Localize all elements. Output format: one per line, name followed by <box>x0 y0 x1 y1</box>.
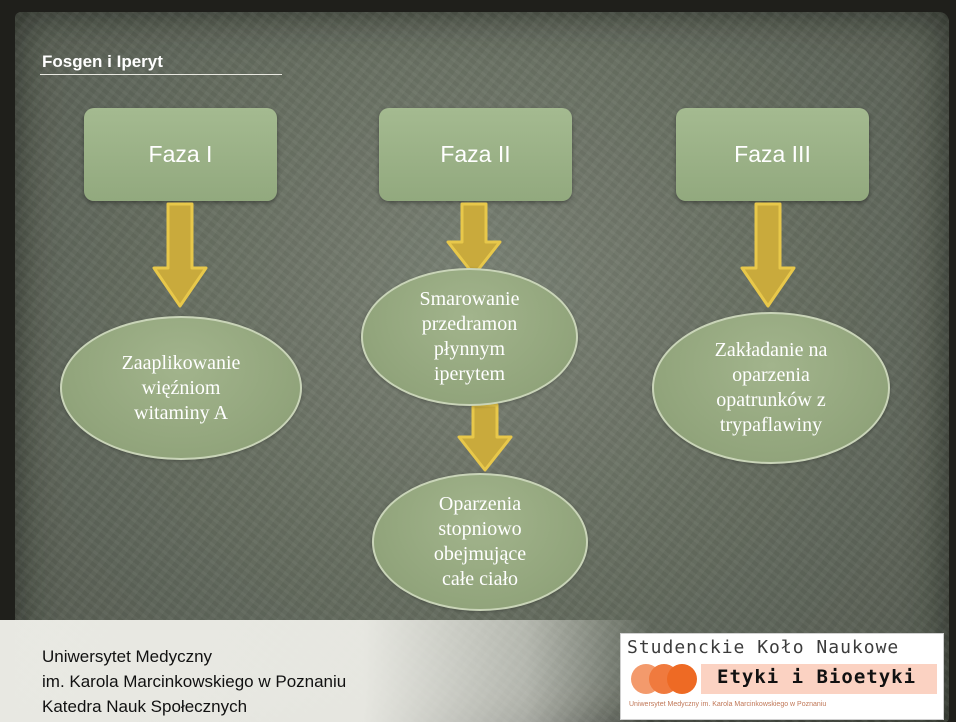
footer-university: Uniwersytet Medyczny <box>42 647 213 666</box>
logo-band <box>701 664 937 694</box>
down-arrow-icon <box>446 202 502 277</box>
step-text: Zakładanie na oparzenia opatrunków z try… <box>714 339 828 436</box>
logo-bottom-text: Uniwersytet Medyczny im. Karola Marcinko… <box>629 701 827 708</box>
step-oval-phase2-a: Smarowanie przedramon płynnym iperytem <box>361 268 578 406</box>
logo-top-text: Studenckie Koło Naukowe <box>627 637 900 658</box>
phase-box-2: Faza II <box>379 108 572 201</box>
down-arrow-icon <box>740 202 796 308</box>
step-text: Zaaplikowanie więźniom witaminy A <box>121 351 241 424</box>
phase-box-3: Faza III <box>676 108 869 201</box>
step-oval-phase1: Zaaplikowanie więźniom witaminy A <box>60 316 302 460</box>
logo-circles-icon <box>631 664 711 694</box>
footer-university-name: im. Karola Marcinkowskiego w Poznaniu <box>42 672 347 691</box>
step-oval-phase2-b: Oparzenia stopniowo obejmujące całe ciał… <box>372 473 588 611</box>
phase-box-1: Faza I <box>84 108 277 201</box>
logo-circle <box>667 664 697 694</box>
down-arrow-icon <box>457 403 513 472</box>
down-arrow-icon <box>152 202 208 308</box>
club-logo: Studenckie Koło Naukowe Etyki i Bioetyki… <box>620 633 944 720</box>
step-text: Smarowanie przedramon płynnym iperytem <box>419 288 520 385</box>
step-text: Oparzenia stopniowo obejmujące całe ciał… <box>433 493 527 590</box>
slide-title: Fosgen i Iperyt <box>42 52 163 71</box>
title-underline <box>40 74 282 75</box>
step-oval-phase3: Zakładanie na oparzenia opatrunków z try… <box>652 312 890 464</box>
footer-department: Katedra Nauk Społecznych <box>42 697 248 716</box>
logo-main-text: Etyki i Bioetyki <box>717 666 917 688</box>
